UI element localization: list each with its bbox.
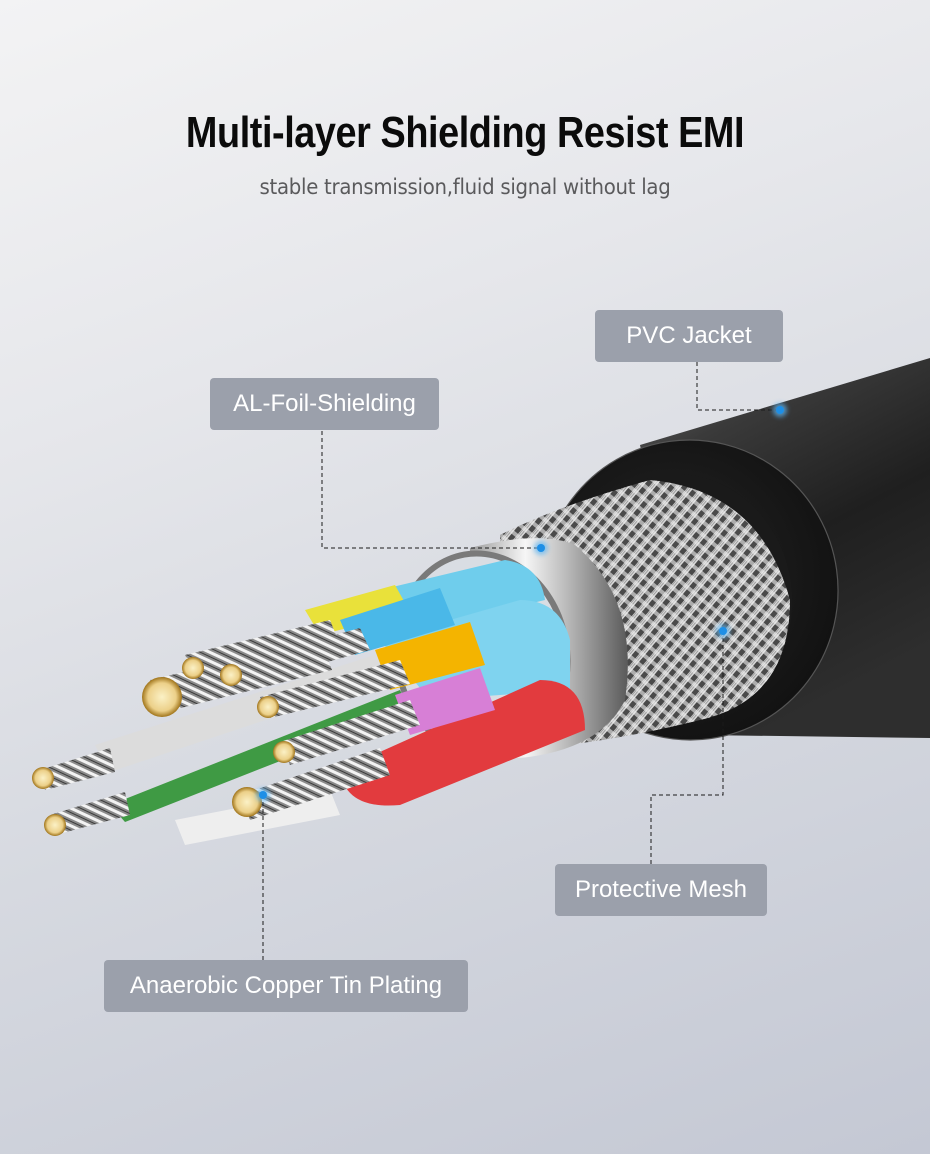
inner-conductors bbox=[32, 560, 585, 845]
marker-dot-protective-mesh bbox=[716, 624, 730, 638]
callout-markers bbox=[256, 403, 787, 802]
marker-dot-al-foil bbox=[534, 541, 548, 555]
page-title: Multi-layer Shielding Resist EMI bbox=[185, 108, 745, 157]
callout-label-pvc-jacket: PVC Jacket bbox=[595, 310, 783, 362]
leader-pvc-jacket bbox=[696, 362, 780, 411]
callout-leaders bbox=[262, 362, 780, 960]
wire-green bbox=[110, 690, 410, 822]
wire-blue bbox=[340, 588, 455, 655]
marker-dot-pvc-jacket bbox=[773, 403, 787, 417]
callout-label-anaerobic-copper-tin-plating: Anaerobic Copper Tin Plating bbox=[104, 960, 468, 1012]
callout-label-al-foil-shielding: AL-Foil-Shielding bbox=[210, 378, 439, 430]
wire-red bbox=[340, 680, 585, 806]
page-subtitle: stable transmission,fluid signal without… bbox=[259, 175, 671, 199]
wire-purple bbox=[395, 668, 495, 735]
wire-yellow bbox=[305, 585, 410, 635]
leader-al-foil bbox=[321, 431, 541, 549]
callout-label-protective-mesh: Protective Mesh bbox=[555, 864, 767, 916]
marker-dot-copper bbox=[256, 788, 270, 802]
leader-protective-mesh bbox=[650, 631, 724, 864]
